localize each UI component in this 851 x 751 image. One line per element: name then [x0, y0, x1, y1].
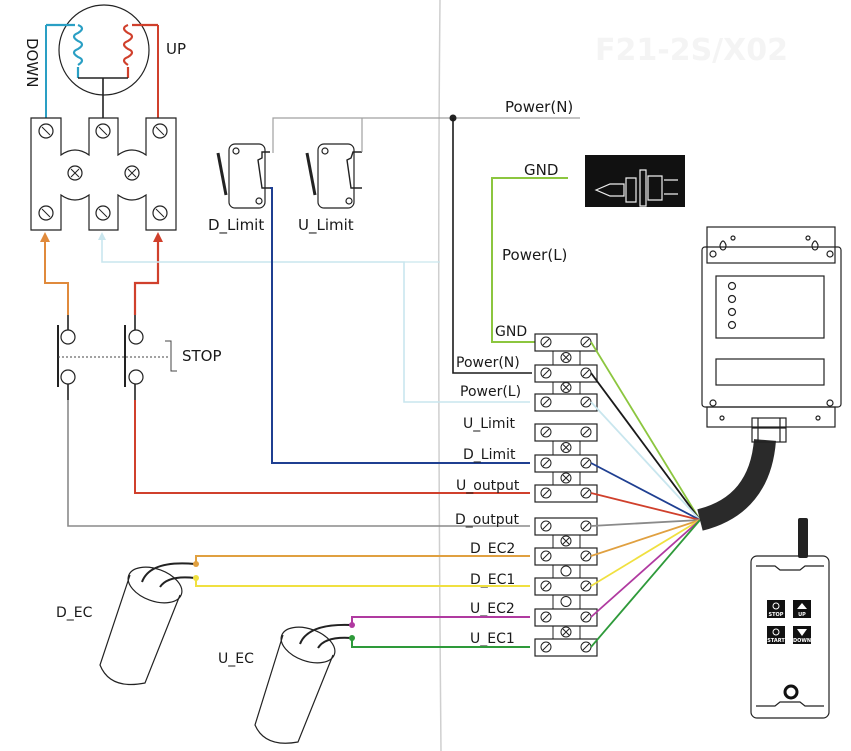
u-ec-label: U_EC: [218, 651, 254, 667]
terminal-powern: Power(N): [456, 355, 598, 383]
terminal-label: Power(N): [456, 355, 520, 371]
stop-switch: STOP: [57, 315, 222, 400]
u-ec2-wire: [351, 616, 530, 625]
terminal-label: Power(L): [460, 384, 521, 400]
terminal-d-ec1: D_EC1: [470, 572, 598, 596]
u-ec1-fan-wire: [590, 519, 701, 648]
stop-switch-label: STOP: [182, 347, 222, 365]
u-limit-switch: U_Limit: [298, 143, 362, 235]
stop-icon: [772, 602, 780, 610]
control-cable: [696, 438, 776, 531]
terminal-label: D_EC2: [470, 541, 515, 557]
remote-button-up[interactable]: UP: [793, 600, 811, 618]
live-fan-wire: [590, 401, 701, 521]
terminal-d-ec2: D_EC2: [470, 541, 598, 566]
power-n-label: Power(N): [505, 98, 573, 116]
u-limit-label: U_Limit: [298, 216, 354, 235]
terminal-u-ec1: U_EC1: [470, 631, 598, 657]
down-arrow-icon: [797, 629, 807, 636]
terminal-label: D_output: [455, 512, 519, 528]
u-ec-capacitor: U_EC: [218, 623, 353, 744]
remote-button-label: UP: [798, 612, 806, 618]
remote-indicator-ring: [783, 684, 799, 700]
cable-fanout: [590, 341, 701, 648]
motor-down-label: DOWN: [23, 38, 41, 87]
power-plug: [585, 155, 685, 207]
remote-button-down[interactable]: DOWN: [793, 626, 811, 644]
u-output-fan-wire: [590, 492, 701, 521]
up-arrow-icon: [797, 603, 807, 609]
terminal-bridge: [552, 472, 581, 485]
remote-button-label: START: [767, 638, 785, 644]
u-ec2-fan-wire: [590, 519, 701, 618]
ground-fan-wire: [590, 341, 701, 521]
ground-wire: [491, 177, 568, 343]
terminal-bridge: [552, 626, 581, 639]
d-ec1-fan-wire: [590, 519, 701, 587]
terminal-label: U_Limit: [463, 416, 515, 432]
remote-button-stop[interactable]: STOP: [767, 600, 785, 618]
watermark: F21-2S/X02: [595, 33, 788, 68]
terminal-label: U_EC2: [470, 601, 515, 617]
live-wire: [101, 238, 530, 403]
d-ec2-wire: [195, 555, 530, 564]
terminal-bridge: [552, 535, 581, 548]
terminal-label: GND: [495, 324, 527, 340]
d-limit-wire: [270, 187, 530, 464]
terminal-powerl: Power(L): [460, 384, 598, 412]
u-output-wire: [134, 400, 530, 494]
terminal-bridge: [552, 441, 581, 455]
down-feed-wire: [44, 238, 69, 315]
up-feed-wire: [133, 238, 160, 315]
down-coil: [46, 23, 84, 78]
receiver-box: [701, 226, 842, 443]
remote-button-start[interactable]: START: [767, 626, 785, 644]
main-terminal-block: GND Power(N) Power(L) U_LimitD_LimitU_outpu…: [455, 324, 598, 657]
terminal-u-limit: U_Limit: [463, 416, 598, 442]
terminal-label: U_EC1: [470, 631, 515, 647]
terminal-label: D_Limit: [463, 447, 516, 463]
d-limit-fan-wire: [590, 462, 701, 521]
terminal-label: U_output: [456, 478, 520, 494]
terminal-bridge: [552, 565, 581, 578]
start-icon: [772, 628, 780, 636]
page-fold-line: [437, 0, 442, 751]
gnd-label: GND: [524, 161, 558, 179]
terminal-label: D_EC1: [470, 572, 515, 588]
terminal-bridge: [552, 595, 581, 609]
neutral-wire: [452, 118, 532, 374]
motor-up-label: UP: [166, 40, 186, 58]
d-limit-label: D_Limit: [208, 216, 264, 235]
remote-button-label: STOP: [769, 612, 784, 618]
remote-control: STOP UP START DOWN: [750, 518, 830, 719]
motor: DOWN UP: [23, 4, 186, 118]
terminal-d-limit: D_Limit: [463, 447, 598, 473]
d-output-fan-wire: [590, 519, 701, 527]
terminal-u-output: U_output: [456, 478, 598, 503]
limit-common-wire: [272, 117, 580, 153]
remote-button-label: DOWN: [793, 638, 811, 644]
d-output-wire: [67, 400, 530, 527]
terminal-bridge: [552, 382, 581, 394]
terminal-u-ec2: U_EC2: [470, 601, 598, 627]
terminal-gnd: GND: [495, 324, 598, 352]
d-ec2-fan-wire: [590, 519, 701, 557]
power-l-label: Power(L): [502, 246, 567, 264]
up-coil: [122, 23, 158, 78]
d-limit-switch: D_Limit: [208, 143, 270, 235]
terminal-bridge: [552, 351, 581, 365]
terminal-d-output: D_output: [455, 512, 598, 536]
d-ec-capacitor: D_EC: [56, 562, 196, 686]
neutral-fan-wire: [590, 372, 701, 521]
motor-terminal-block: [30, 117, 177, 231]
d-ec-label: D_EC: [56, 605, 93, 621]
